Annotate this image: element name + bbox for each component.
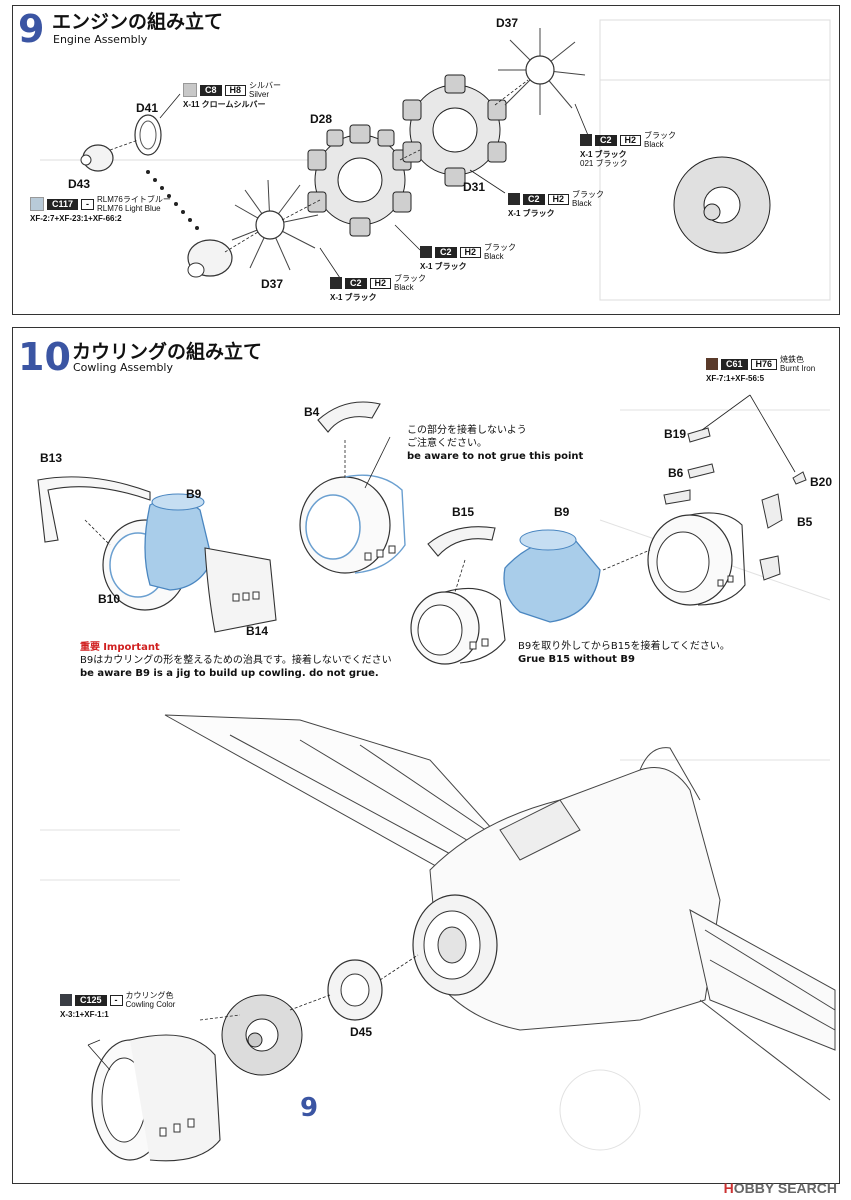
part-label-b5: B5 [797,515,813,529]
swatch-black-icon [330,277,342,289]
part-label-b15: B15 [452,505,475,519]
step-number: 9 [18,7,45,51]
swatch-silver-icon [183,83,197,97]
swatch-black-icon [580,134,592,146]
part-label-d37-top: D37 [496,16,519,30]
swatch-black-icon [420,246,432,258]
part-label-b6: B6 [668,466,684,480]
part-label-b9-second: B9 [554,505,570,519]
part-label-b9: B9 [186,487,202,501]
part-label-d45: D45 [350,1025,373,1039]
part-label-d28: D28 [310,112,333,126]
note-important-jig: 重要 Important B9はカウリングの形を整えるための治具です。接着しない… [80,642,392,679]
swatch-black-icon [508,193,520,205]
part-label-d43: D43 [68,177,91,191]
step-number: 10 [18,335,71,379]
part-label-b4: B4 [304,405,320,419]
step-title-en: Cowling Assembly [73,361,173,374]
part-label-d37-bottom: D37 [261,277,284,291]
part-label-b10: B10 [98,592,121,606]
part-label-b20: B20 [810,475,833,489]
step-title-jp: カウリングの組み立て [72,341,263,363]
part-label-d31: D31 [463,180,486,194]
note-remove-b9: B9を取り外してからB15を接着してください。 Grue B15 without… [518,641,730,665]
part-label-b19: B19 [664,427,687,441]
note-do-not-glue: この部分を接着しないよう ご注意ください。 be aware to not gr… [407,425,584,462]
swatch-light-blue-icon [30,197,44,211]
swatch-cowling-color-icon [60,994,72,1006]
engine-assembly-drawing [40,19,831,301]
step-title-jp: エンジンの組み立て [52,11,224,33]
swatch-burnt-iron-icon [706,358,718,370]
watermark: HOBBY SEARCH [723,1180,837,1196]
part-label-b13: B13 [40,451,63,465]
step-title-en: Engine Assembly [53,33,148,46]
part-label-b14: B14 [246,624,269,638]
subassembly-reference-9: 9 [300,1093,319,1123]
part-label-d41: D41 [136,101,159,115]
